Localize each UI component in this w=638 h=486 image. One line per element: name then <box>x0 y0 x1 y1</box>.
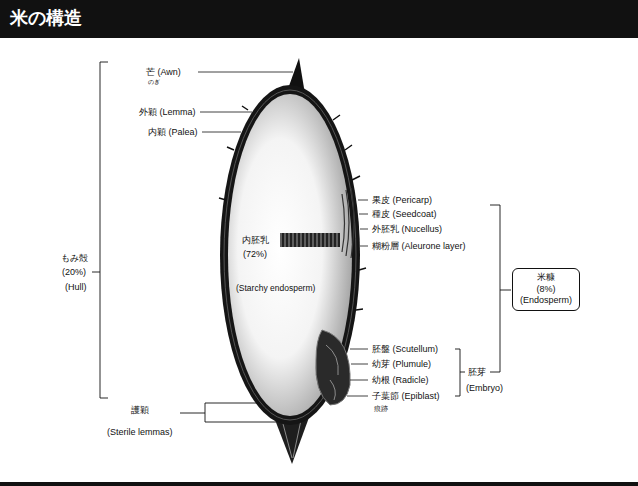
part-label: 芒 (Awn) <box>146 67 181 77</box>
part-label: (Starchy endosperm) <box>236 284 315 294</box>
embryo-detail <box>326 345 338 400</box>
lemma-vein <box>282 420 301 458</box>
brackets <box>92 62 511 422</box>
part-label: のぎ <box>148 79 160 86</box>
part-label: 胚盤 (Scutellum) <box>372 344 438 354</box>
part-label: 胚芽 <box>468 367 486 377</box>
box-text: (Endosperm) <box>520 295 572 307</box>
part-label: 痕跡 <box>374 405 388 413</box>
part-label: 果皮 (Pericarp) <box>372 195 432 205</box>
box-text: 米糠 <box>520 272 572 284</box>
part-label: (72%) <box>243 249 267 259</box>
embryo <box>316 330 350 405</box>
part-label: 幼芽 (Plumule) <box>372 359 431 369</box>
hull-inner-line <box>224 90 356 420</box>
part-label: (Hull) <box>65 282 87 292</box>
section-bar <box>280 233 340 247</box>
part-label: もみ殻 <box>61 253 88 263</box>
part-label: (20%) <box>62 267 86 277</box>
part-label: 子葉節 (Epiblast) <box>372 391 440 401</box>
part-label: 内胚乳 <box>242 235 269 245</box>
starchy-endosperm <box>228 94 352 416</box>
part-label: 外穎 (Lemma) <box>139 107 196 117</box>
part-label: 内穎 (Palea) <box>148 127 198 137</box>
title: 米の構造 <box>10 8 82 30</box>
bottom-bar <box>0 482 638 486</box>
box-text: (8%) <box>520 284 572 296</box>
part-label: 糊粉層 (Aleurone layer) <box>372 241 466 251</box>
part-label: 外胚乳 (Nucellus) <box>372 224 442 234</box>
hull <box>220 85 360 425</box>
bran-box: 米糠(8%)(Endosperm) <box>512 268 580 311</box>
part-label: (Embryo) <box>466 383 503 393</box>
part-label: 護穎 <box>131 405 149 415</box>
leader-lines <box>198 72 368 396</box>
part-label: (Sterile lemmas) <box>107 427 173 437</box>
part-label: 種皮 (Seedcoat) <box>372 209 437 219</box>
bran-layers <box>342 188 354 258</box>
part-label: 幼根 (Radicle) <box>372 375 429 385</box>
title-bar <box>0 0 638 38</box>
